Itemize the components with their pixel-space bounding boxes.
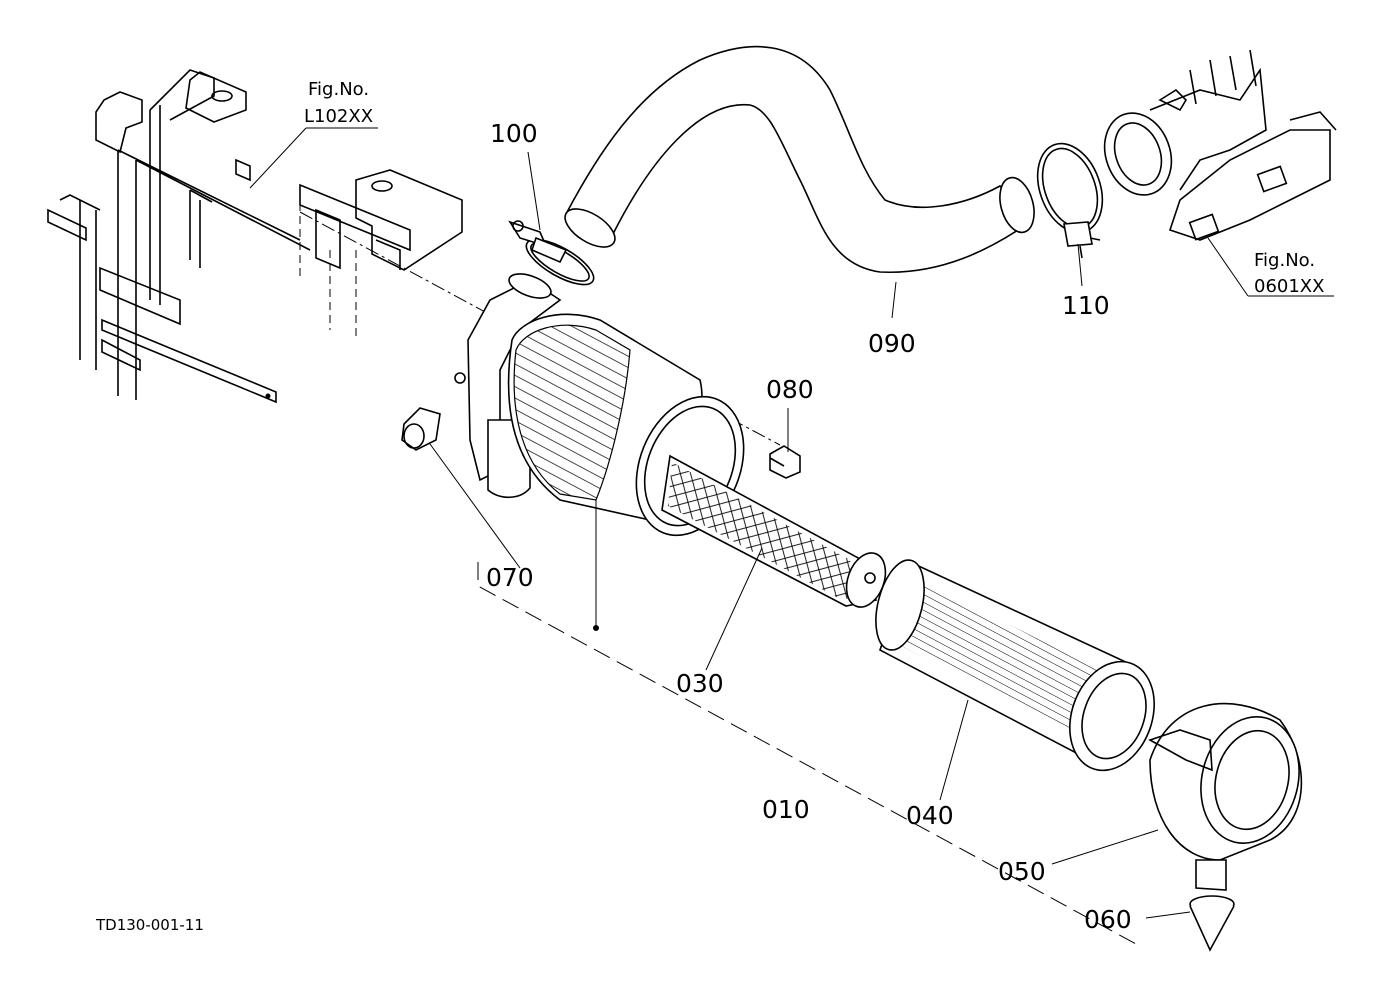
drawing-code: TD130-001-11 <box>95 916 204 934</box>
manifold-ref-line2: 0601XX <box>1254 276 1324 297</box>
end-cover <box>1148 702 1303 891</box>
frame-ref-line2: L102XX <box>304 106 373 127</box>
rubber-mount-070 <box>401 407 441 451</box>
manifold-ref-line1: Fig.No. <box>1254 250 1315 271</box>
part-label-070: 070 <box>486 563 534 592</box>
part-label-090: 090 <box>868 329 916 358</box>
bolt-080 <box>769 445 801 479</box>
part-label-010: 010 <box>762 795 810 824</box>
part-label-050: 050 <box>998 857 1046 886</box>
part-label-060: 060 <box>1084 905 1132 934</box>
part-label-030: 030 <box>676 669 724 698</box>
reference-note-manifold: Fig.No. 0601XX <box>1254 250 1324 297</box>
frame-ref-line1: Fig.No. <box>308 79 369 100</box>
safety-element <box>661 454 887 608</box>
part-label-040: 040 <box>906 801 954 830</box>
part-label-080: 080 <box>766 375 814 404</box>
part-label-100: 100 <box>490 119 538 148</box>
filter-element <box>875 559 1155 772</box>
hose-clamp-100 <box>508 220 595 286</box>
intake-hose <box>564 45 1035 274</box>
leader-lines <box>249 127 1334 945</box>
tractor-frame <box>47 69 463 404</box>
intake-manifold <box>1103 49 1337 241</box>
reference-note-frame: Fig.No. L102XX <box>304 79 373 127</box>
part-label-110: 110 <box>1062 291 1110 320</box>
hose-clamp-110 <box>1036 142 1104 259</box>
evacuator-valve <box>1189 895 1235 952</box>
